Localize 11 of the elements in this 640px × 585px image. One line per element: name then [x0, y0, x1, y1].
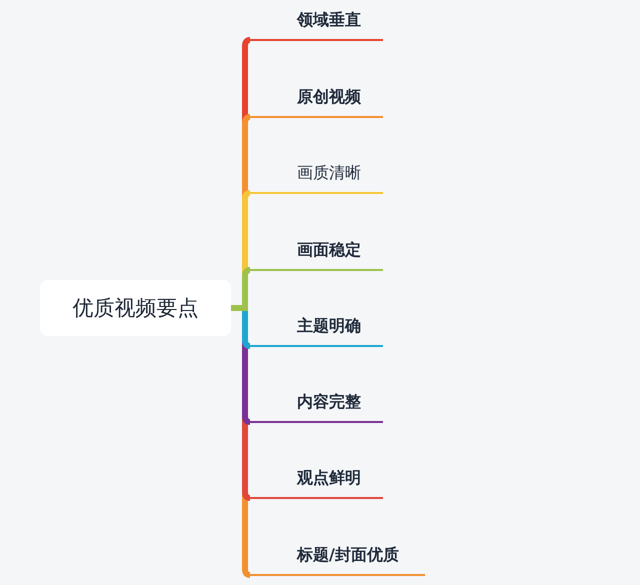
branch-topic-text: 观点鲜明 — [297, 468, 361, 489]
branch-topic-text: 画质清晰 — [297, 163, 361, 184]
branch-topic-text: 领域垂直 — [297, 10, 361, 31]
branch-topic-text: 画面稳定 — [297, 240, 361, 261]
branch-connector — [231, 267, 250, 311]
branch-topic-text: 标题/封面优质 — [297, 545, 399, 566]
branch-topic-text: 主题明确 — [297, 316, 361, 337]
branch-topic-text: 原创视频 — [297, 87, 361, 108]
branch-topic-text: 内容完整 — [297, 392, 361, 413]
root-topic-box — [40, 280, 231, 336]
root-topic-text: 优质视频要点 — [72, 295, 198, 322]
